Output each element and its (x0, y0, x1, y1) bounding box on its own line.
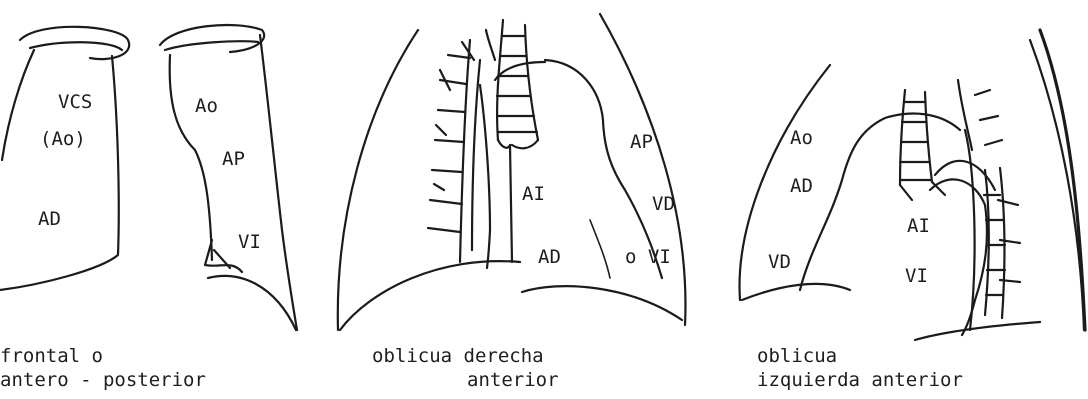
caption-oia-line2: izquierda anterior (757, 369, 963, 391)
frontal-outline (0, 25, 297, 330)
caption-ora-line1: oblicua derecha (372, 345, 544, 367)
label-ao: Ao (790, 127, 813, 149)
label-ai: AI (522, 183, 545, 205)
label-ai: AI (907, 215, 930, 237)
caption-oia-line1: oblicua (757, 345, 837, 367)
label-ao: Ao (195, 95, 218, 117)
caption-frontal-line1: frontal o (0, 345, 103, 367)
caption-ora-line2: anterior (467, 369, 559, 391)
label-o-vi: o VI (625, 246, 671, 268)
label-vd: VD (652, 193, 675, 215)
label-vi: VI (905, 265, 928, 287)
panel-oblique-right-anterior: AI AP VD AD o VI oblicua derecha anterio… (338, 14, 686, 391)
label-vi: VI (238, 231, 261, 253)
label-ap: AP (630, 131, 653, 153)
panel-frontal: VCS (Ao) AD Ao AP VI frontal o antero - … (0, 25, 297, 391)
label-ao-paren: (Ao) (40, 128, 86, 150)
label-ad: AD (538, 246, 561, 268)
label-ap: AP (222, 148, 245, 170)
caption-frontal-line2: antero - posterior (0, 369, 206, 391)
panel-oblique-left-anterior: Ao AD VD AI VI oblicua izquierda anterio… (740, 30, 1085, 391)
label-ad: AD (790, 175, 813, 197)
label-ad: AD (38, 208, 61, 230)
label-vcs: VCS (58, 91, 92, 113)
label-vd: VD (768, 251, 791, 273)
ora-outline (338, 14, 686, 330)
